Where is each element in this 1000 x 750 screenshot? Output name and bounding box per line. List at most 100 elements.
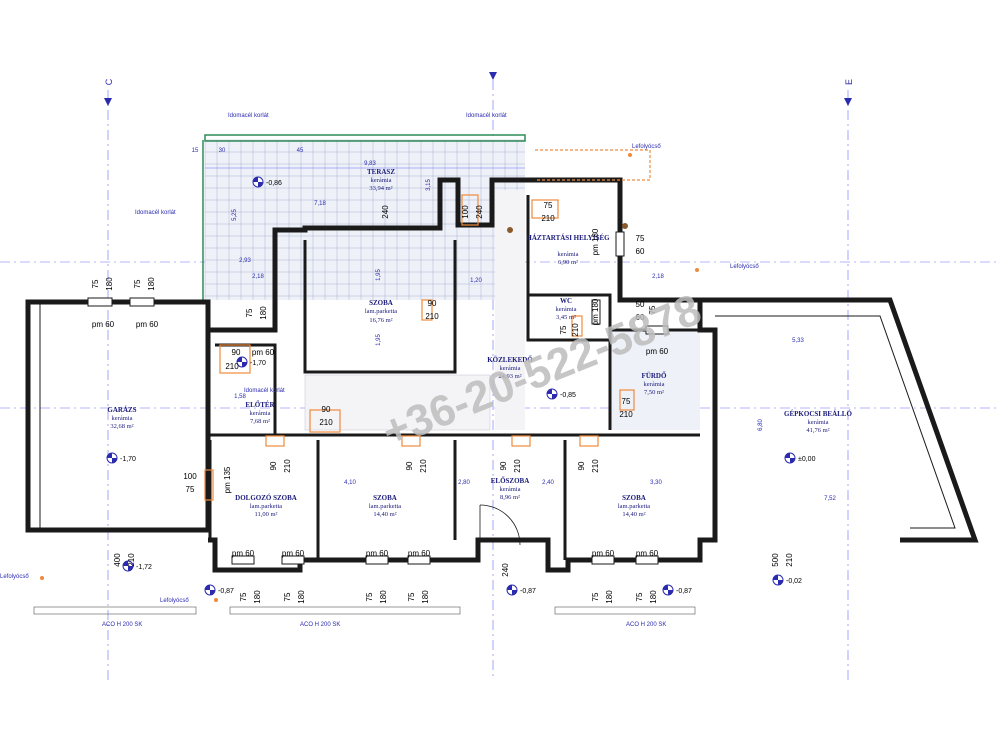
corridor-fill xyxy=(304,374,491,431)
room-area: 24,93 m² xyxy=(498,373,521,380)
room-haztartasi: HÁZTARTÁSI HELYISÉG kerámia 6,90 m² xyxy=(526,234,610,266)
opening-type: pm 60 xyxy=(136,320,159,329)
level-marker-fill xyxy=(507,585,517,595)
opening-width: 90 xyxy=(428,299,437,308)
room-gepkocsi: GÉPKOCSI BEÁLLÓ kerámia 41,76 m² xyxy=(784,410,852,434)
opening-height: 180 xyxy=(253,590,262,604)
room-eloszoba: ELŐSZOBA kerámia 8,96 m² xyxy=(491,477,530,501)
room-area: 32,68 m² xyxy=(110,423,133,430)
level-value: -0,02 xyxy=(786,578,802,585)
room-kozlekedo: KÖZLEKEDŐ kerámia 24,93 m² xyxy=(487,356,533,380)
opening-type: pm 180 xyxy=(591,228,600,255)
opening-width: 100 xyxy=(183,472,197,481)
opening-width: 75 xyxy=(245,308,254,317)
axis-label-right: E xyxy=(844,79,854,85)
opening-width: 90 xyxy=(232,348,241,357)
opening-height: 75 xyxy=(186,485,195,494)
opening-width: 90 xyxy=(269,461,278,470)
downpipe-label: Lefolyócső xyxy=(0,574,29,580)
opening-height: 210 xyxy=(513,459,522,473)
room-szoba-mid: SZOBA lam.parketta 14,40 m² xyxy=(369,494,401,518)
dimension: 9,83 xyxy=(364,161,376,167)
opening-width: 75 xyxy=(559,325,568,334)
opening-labels: 75 180 75 180 pm 60 pm 60 75 180 90 pm 6… xyxy=(91,201,794,604)
opening-width: 400 xyxy=(113,553,122,567)
room-area: 41,76 m² xyxy=(806,427,829,434)
opening-height: 210 xyxy=(419,459,428,473)
room-material: kerámia xyxy=(500,486,521,493)
room-name: ELŐSZOBA xyxy=(491,477,530,485)
dimension: 1,20 xyxy=(470,278,482,284)
dimension: 6,80 xyxy=(758,419,764,431)
drain-channels: ACO H 200 SK ACO H 200 SK ACO H 200 SK xyxy=(33,606,696,628)
room-area: 33,94 m² xyxy=(369,185,392,192)
opening-type: pm 60 xyxy=(592,549,615,558)
room-name: KÖZLEKEDŐ xyxy=(487,356,533,364)
railing-label: Idomacél korlát xyxy=(135,210,176,216)
opening-height: 60 xyxy=(636,247,645,256)
level-marker-fill xyxy=(663,585,673,595)
room-name: WC xyxy=(560,297,572,305)
room-area: 14,40 m² xyxy=(622,511,645,518)
level-marker-fill xyxy=(237,357,247,367)
opening-width: 90 xyxy=(405,461,414,470)
room-name: GÉPKOCSI BEÁLLÓ xyxy=(784,410,852,418)
dimension: 2,18 xyxy=(652,274,664,280)
drain-label: ACO H 200 SK xyxy=(300,622,340,628)
dimension: 2,80 xyxy=(458,480,470,486)
dimension: 1,95 xyxy=(376,334,382,346)
dimension: 1,95 xyxy=(376,269,382,281)
opening-width: 75 xyxy=(635,592,644,601)
dimension: 7,52 xyxy=(824,496,836,502)
level-value: -1,70 xyxy=(120,456,136,463)
axis-marker-icon xyxy=(104,98,112,106)
downpipe-icon xyxy=(622,223,628,229)
opening-width: 500 xyxy=(771,553,780,567)
level-marker-fill xyxy=(785,453,795,463)
opening-height: 180 xyxy=(605,590,614,604)
opening-width: 75 xyxy=(636,234,645,243)
room-material: kerámia xyxy=(500,365,521,372)
dimension: 3,15 xyxy=(426,179,432,191)
level-markers: -0,86-1,70-1,70-0,85±0,00-1,72-0,87-0,87… xyxy=(106,176,816,596)
downpipe-label: Lefolyócső xyxy=(632,144,661,150)
room-name: ELŐTÉR xyxy=(245,401,275,409)
dimension: 30 xyxy=(219,148,226,154)
opening-height: 60 xyxy=(636,313,645,322)
room-name: TERASZ xyxy=(367,168,395,176)
downpipe-label: Lefolyócső xyxy=(160,598,189,604)
room-material: kerámia xyxy=(371,177,392,184)
opening-width: 100 xyxy=(461,205,470,219)
level-value: -1,72 xyxy=(136,564,152,571)
dimension: 5,33 xyxy=(792,338,804,344)
annotations: Idomacél korlát Idomacél korlát Idomacél… xyxy=(0,113,759,604)
level-marker-fill xyxy=(107,453,117,463)
dimension: 45 xyxy=(297,148,304,154)
opening-height: 210 xyxy=(225,362,239,371)
room-name: FÜRDŐ xyxy=(642,372,667,380)
downpipe-label: Lefolyócső xyxy=(730,264,759,270)
room-name: DOLGOZÓ SZOBA xyxy=(235,494,297,502)
room-area: 7,68 m² xyxy=(250,418,270,425)
opening-height: 210 xyxy=(591,459,600,473)
opening-height: 240 xyxy=(381,205,390,219)
room-material: lam.parketta xyxy=(365,308,397,315)
windows xyxy=(87,231,669,565)
opening-width: 75 xyxy=(133,279,142,288)
room-material: kerámia xyxy=(556,306,577,313)
opening-type: pm 135 xyxy=(223,466,232,493)
dimension: 4,10 xyxy=(344,480,356,486)
opening-height: 180 xyxy=(105,277,114,291)
opening-height: 210 xyxy=(571,323,580,337)
downpipe-icon xyxy=(507,227,513,233)
dimension: 5,25 xyxy=(232,209,238,221)
room-terasz: TERASZ kerámia 33,94 m² xyxy=(367,168,395,192)
level-marker-fill xyxy=(123,561,133,571)
opening-width: 90 xyxy=(577,461,586,470)
opening-height: 210 xyxy=(283,459,292,473)
railing-label: Idomacél korlát xyxy=(244,388,285,394)
railing-label: Idomacél korlát xyxy=(466,113,507,119)
axis-label-left: C xyxy=(104,78,114,85)
opening-height: 180 xyxy=(379,590,388,604)
room-name: HÁZTARTÁSI HELYISÉG xyxy=(526,234,610,242)
